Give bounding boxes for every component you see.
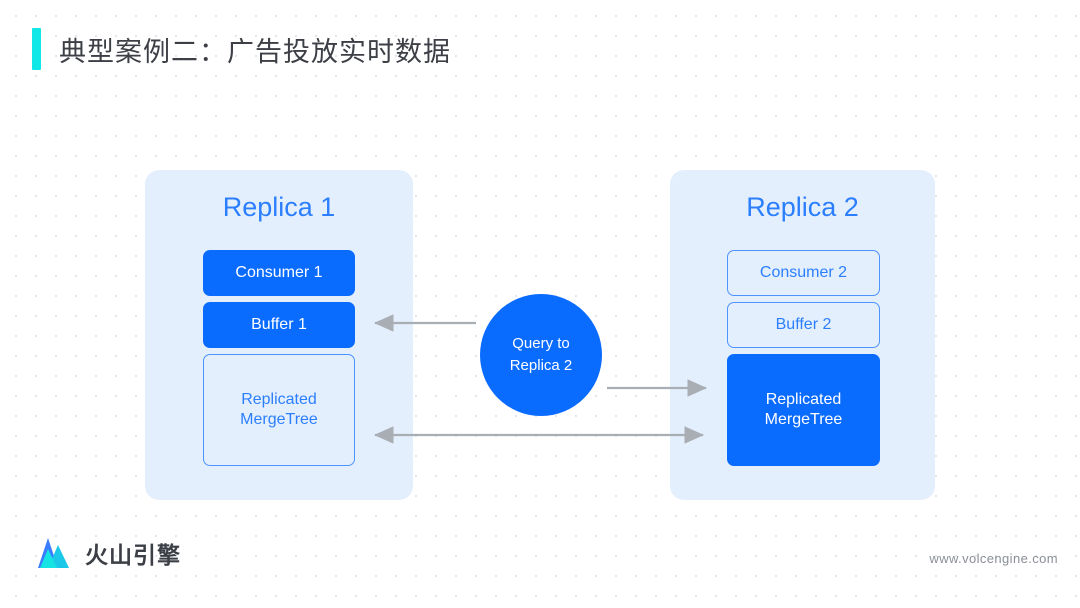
rmt-2-line-1: Replicated: [765, 391, 842, 408]
node-consumer-2-label: Consumer 2: [759, 264, 848, 281]
replica-1-title: Replica 1: [222, 192, 336, 222]
brand-logo: 火山引擎: [36, 536, 181, 570]
node-replicated-mergetree-2[interactable]: Replicated MergeTree: [727, 354, 880, 466]
volcano-logo-icon: [38, 538, 69, 568]
node-buffer-1-label: Buffer 1: [251, 316, 307, 333]
page-title: 典型案例二：广告投放实时数据: [59, 36, 451, 67]
node-replicated-mergetree-1-label: Replicated MergeTree: [240, 390, 318, 430]
slide-header: 典型案例二：广告投放实时数据: [32, 28, 451, 70]
rmt-1-line-1: Replicated: [241, 391, 317, 408]
node-buffer-1[interactable]: Buffer 1: [203, 302, 355, 348]
node-buffer-2[interactable]: Buffer 2: [727, 302, 880, 348]
replica-1-panel: Replica 1 Consumer 1 Buffer 1 Replicated…: [145, 170, 413, 500]
node-consumer-2[interactable]: Consumer 2: [727, 250, 880, 296]
node-query-to-replica-2[interactable]: Query to Replica 2: [480, 294, 602, 416]
brand-name: 火山引擎: [85, 542, 181, 568]
replica-2-panel: Replica 2 Consumer 2 Buffer 2 Replicated…: [670, 170, 935, 500]
node-buffer-2-label: Buffer 2: [775, 316, 832, 333]
node-replicated-mergetree-1[interactable]: Replicated MergeTree: [203, 354, 355, 466]
footer-url: www.volcengine.com: [929, 551, 1058, 566]
rmt-2-line-2: MergeTree: [764, 411, 843, 428]
node-replicated-mergetree-2-label: Replicated MergeTree: [765, 390, 843, 430]
rmt-1-line-2: MergeTree: [240, 411, 318, 428]
node-consumer-1-label: Consumer 1: [235, 264, 323, 281]
query-circle-label: Query to Replica 2: [510, 333, 573, 377]
query-circle-line-2: Replica 2: [509, 357, 573, 374]
accent-bar: [32, 28, 41, 70]
query-circle-line-1: Query to: [512, 335, 570, 353]
replica-2-title: Replica 2: [746, 192, 859, 222]
node-consumer-1[interactable]: Consumer 1: [203, 250, 355, 296]
